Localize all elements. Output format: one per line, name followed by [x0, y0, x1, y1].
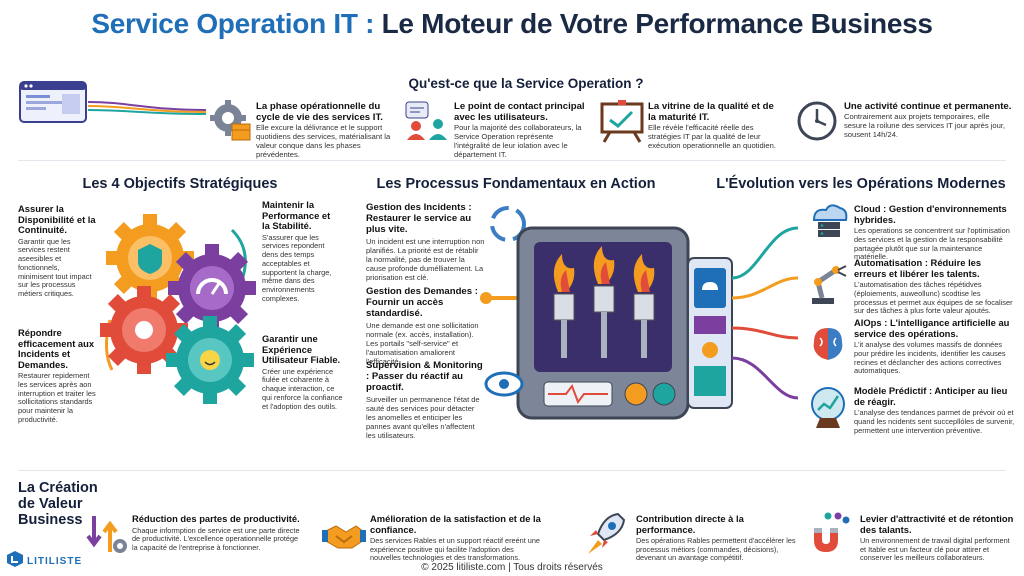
process-title: Gestion des Incidents : Restaurer le ser… [366, 202, 472, 235]
value-satisfaction: Amélioration de la satisfaction et de la… [370, 513, 542, 563]
objective-body: Créer une expérience fiulée et coharente… [262, 366, 343, 411]
evolution-body: L'it analyse des volumes massifs de donn… [854, 340, 1006, 376]
cloud-server-icon [806, 200, 850, 244]
what-is-card-3: La vitrine de la qualité et de la maturi… [648, 101, 778, 150]
logo-text: LITILISTE [27, 555, 83, 567]
objective-3: Répondre efficacement aux Incidents et D… [18, 327, 100, 425]
value-title: Levier d'attractivité et de rétontion de… [860, 513, 1014, 535]
evolution-predictive: Modèle Prédictif : Anticiper au lieu de … [854, 385, 1016, 435]
browser-window-icon [18, 80, 88, 124]
process-title: Gestion des Demandes : Fournir un accès … [366, 286, 478, 319]
evolution-title: AIOps : L'intelligance artificielle au s… [854, 317, 1010, 339]
value-heading-line-2: de Valeur [18, 496, 83, 512]
value-body: Un environnement de travail digital perf… [860, 536, 1010, 563]
objective-title: Répondre efficacement aux Incidents et D… [18, 327, 95, 370]
card-title: La vitrine de la qualité et de la maturi… [648, 101, 774, 123]
objectives-heading: Les 4 Objectifs Stratégiques [82, 176, 278, 192]
objective-body: S'assurer que les services repondent den… [262, 232, 332, 304]
objective-body: Garantir que les services restent aseesi… [18, 236, 92, 299]
evolution-automation: Automatisation : Réduire les erreurs et … [854, 257, 1016, 316]
divider [18, 160, 1006, 161]
process-requests: Gestion des Demandes : Fournir un accès … [366, 286, 486, 366]
crystal-ball-icon [806, 384, 850, 430]
brand-logo[interactable]: LITILISTE [6, 550, 96, 572]
evolution-body: Les operations se concentrent sur l'opti… [854, 226, 1010, 262]
page-title: Service Operation IT : Le Moteur de Votr… [0, 8, 1024, 40]
card-body: Elle révèle l'efficacité réelle des stra… [648, 123, 776, 150]
gear-box-icon [206, 98, 254, 144]
value-title: Réduction des partes de productivité. [132, 513, 300, 524]
evolution-heading: L'Évolution vers les Opérations Modernes [716, 176, 1006, 192]
process-incidents: Gestion des Incidents : Restaurer le ser… [366, 202, 486, 282]
card-body: Pour la majorité des collaborateurs, la … [454, 123, 582, 159]
evolution-title: Cloud : Gestion d'environnements hybride… [854, 203, 1007, 225]
process-body: Une demande est one sollicitation normal… [366, 321, 479, 366]
objective-title: Garantir une Expérience Utilisateur Fiab… [262, 333, 341, 365]
handshake-icon [322, 512, 366, 556]
objective-1: Assurer la Disponibilité et la Continuit… [18, 203, 96, 299]
value-body: Chaque informption de service est une pa… [132, 525, 300, 552]
value-talents: Levier d'attractivité et de rétontion de… [860, 513, 1016, 563]
processes-heading: Les Processus Fondamentaux en Action [376, 176, 656, 192]
card-title: La phase opérationnelle du cycle de vie … [256, 101, 383, 123]
value-performance: Contribution directe à la performance. D… [636, 513, 800, 563]
card-title: Une activité continue et permanente. [844, 101, 1012, 112]
process-body: Un incident est une interruption non pla… [366, 237, 485, 282]
evolution-body: L'automatisation des tâches répétidves (… [854, 280, 1013, 316]
objective-body: Restaurer repidement les services après … [18, 371, 96, 424]
evolution-title: Modèle Prédictif : Anticiper au lieu de … [854, 385, 1008, 407]
users-contact-icon [404, 100, 452, 142]
objective-2: Maintenir la Performance et la Stabilité… [262, 199, 340, 304]
what-is-card-1: La phase opérationnelle du cycle de vie … [256, 101, 392, 159]
what-is-card-2: Le point de contact principal avec les u… [454, 101, 590, 159]
title-part-2: Le Moteur de Votre Performance Business [381, 8, 933, 39]
value-title: Contribution directe à la performance. [636, 513, 744, 535]
card-body: Elle excure la délivrance et le support … [256, 123, 391, 159]
evolution-title: Automatisation : Réduire les erreurs et … [854, 257, 982, 279]
presentation-board-icon [598, 98, 646, 144]
objective-title: Maintenir la Performance et la Stabilité… [262, 199, 331, 231]
process-body: Surveiller un permanence l'état de sauté… [366, 395, 480, 440]
clock-icon [796, 100, 838, 142]
evolution-cloud: Cloud : Gestion d'environnements hybride… [854, 203, 1016, 262]
objective-title: Assurer la Disponibilité et la Continuit… [18, 203, 96, 235]
value-body: Des services Rables et un support réacti… [370, 536, 540, 563]
magnet-talent-icon [808, 510, 852, 556]
evolution-body: L'analyse des tendances parmet de prévoi… [854, 408, 1015, 435]
value-productivity: Réduction des partes de productivité. Ch… [132, 513, 302, 553]
value-heading: La Création de Valeur Business [18, 480, 98, 528]
objective-4: Garantir une Expérience Utilisateur Fiab… [262, 333, 346, 411]
card-title: Le point de contact principal avec les u… [454, 101, 585, 123]
robot-arm-icon [806, 260, 850, 306]
logo-mark-icon [6, 550, 24, 573]
value-title: Amélioration de la satisfaction et de la… [370, 513, 541, 535]
evolution-aiops: AIOps : L'intelligance artificielle au s… [854, 317, 1016, 376]
divider [18, 470, 1006, 471]
title-part-1: Service Operation IT : [91, 8, 375, 39]
value-heading-line-3: Business [18, 512, 83, 528]
rocket-icon [584, 510, 628, 556]
what-is-card-4: Une activité continue et permanente. Con… [844, 101, 1014, 139]
process-title: Supervision & Monitoring : Passer du réa… [366, 360, 483, 393]
engine-illustration [478, 198, 799, 434]
process-monitoring: Supervision & Monitoring : Passer du réa… [366, 360, 486, 440]
value-body: Des opérations Rables permettent d'accél… [636, 536, 796, 563]
what-is-heading: Qu'est-ce que la Service Operation ? [408, 76, 644, 91]
connector-lines [88, 101, 207, 115]
footer-copyright: © 2025 litiliste.com | Tous droits réser… [421, 562, 603, 573]
value-heading-line-1: La Création [18, 480, 98, 496]
ai-brain-icon [806, 322, 850, 366]
card-body: Contrairement aux projets temporaires, e… [844, 112, 1006, 139]
productivity-arrows-icon [84, 512, 128, 556]
objectives-gears-illustration [92, 200, 262, 410]
